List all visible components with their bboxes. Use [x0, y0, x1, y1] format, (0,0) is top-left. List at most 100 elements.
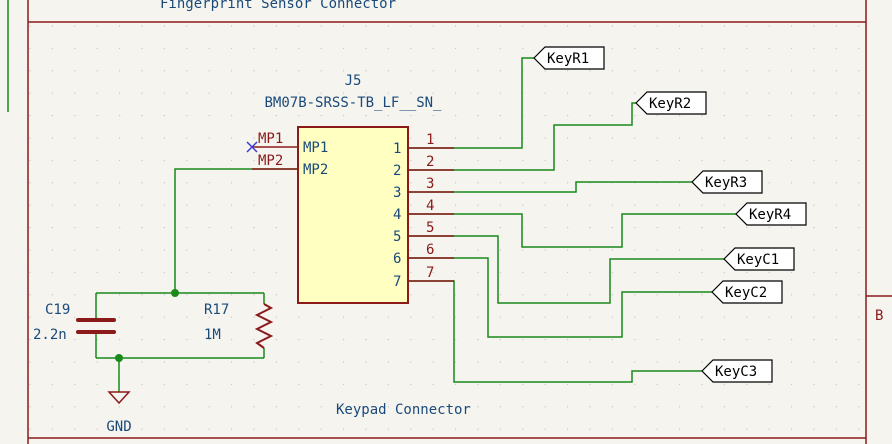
net-label-keyc1[interactable]: KeyC1: [723, 247, 795, 271]
grid-dot: [790, 361, 793, 363]
grid-dot: [74, 137, 76, 139]
net-label-keyr1[interactable]: KeyR1: [533, 46, 605, 70]
resistor-r17[interactable]: R17 1M: [204, 302, 274, 349]
grid-dot: [163, 47, 166, 50]
grid-dot: [432, 383, 434, 386]
grid-dot: [342, 70, 345, 72]
grid-dot: [230, 25, 233, 27]
grid-dot: [634, 383, 636, 386]
capacitor-value: 2.2n: [33, 327, 67, 343]
grid-dot: [29, 428, 31, 430]
grid-dot: [611, 137, 614, 139]
grid-dot: [208, 92, 210, 94]
grid-dot: [477, 226, 479, 229]
grid-dot: [29, 338, 31, 341]
grid-dot: [566, 338, 569, 341]
grid-dot: [499, 361, 502, 363]
grid-dot: [118, 406, 121, 408]
net-label-keyr3[interactable]: KeyR3: [691, 170, 763, 194]
grid-dot: [118, 226, 121, 229]
grid-dot: [141, 204, 143, 206]
grid-dot: [746, 159, 748, 162]
grid-dot: [544, 271, 546, 274]
grid-dot: [365, 114, 367, 117]
grid-dot: [163, 294, 166, 296]
grid-dot: [634, 137, 636, 139]
junction-dot: [171, 289, 179, 297]
grid-dot: [723, 70, 726, 72]
net-label-flag: [533, 46, 605, 70]
grid-dot: [813, 159, 815, 162]
grid-dot: [163, 383, 166, 386]
grid-dot: [723, 114, 726, 117]
grid-dot: [230, 294, 233, 296]
grid-dot: [835, 428, 838, 430]
grid-dot: [96, 182, 98, 184]
wires: [95, 57, 736, 392]
grid-dot: [253, 204, 255, 206]
grid-dot: [410, 137, 412, 139]
grid-dot: [51, 294, 54, 296]
grid-dot: [163, 249, 166, 251]
grid-dot: [96, 316, 98, 318]
grid-dot: [96, 137, 98, 139]
grid-dot: [701, 25, 703, 27]
grid-dot: [230, 70, 233, 72]
grid-dot: [477, 406, 479, 408]
grid-dot: [566, 428, 569, 430]
grid-dot: [678, 159, 681, 162]
grid-dot: [611, 361, 614, 363]
grid-dot: [813, 114, 815, 117]
grid-dot: [701, 338, 703, 341]
grid-dot: [858, 182, 860, 184]
ground-symbol[interactable]: GND: [106, 391, 132, 435]
grid-dot: [96, 338, 98, 341]
grid-dot: [29, 25, 31, 27]
grid-dot: [74, 338, 76, 341]
grid-dot: [51, 316, 54, 318]
grid-dot: [656, 137, 658, 139]
grid-dot: [723, 25, 726, 27]
grid-dot: [678, 361, 681, 363]
grid-dot: [858, 383, 860, 386]
grid-dot: [96, 226, 98, 229]
grid-dot: [454, 114, 457, 117]
grid-dot: [141, 361, 143, 363]
grid-dot: [230, 383, 233, 386]
grid-dot: [230, 406, 233, 408]
net-label-text: KeyC3: [715, 364, 757, 380]
grid-dot: [275, 47, 278, 50]
grid-dot: [298, 92, 300, 94]
grid-dot: [544, 428, 546, 430]
net-label-keyc2[interactable]: KeyC2: [711, 280, 783, 304]
grid-dot: [566, 70, 569, 72]
grid-dot: [342, 316, 345, 318]
grid-dot: [835, 159, 838, 162]
net-label-keyc3[interactable]: KeyC3: [701, 359, 773, 383]
grid-dot: [544, 204, 546, 206]
grid-dot: [118, 159, 121, 162]
net-label-keyr4[interactable]: KeyR4: [735, 202, 807, 226]
net-label-text: KeyR4: [749, 207, 791, 223]
grid-dot: [589, 383, 591, 386]
resistor-value: 1M: [204, 327, 221, 343]
grid-dot: [611, 25, 614, 27]
grid-dot: [342, 428, 345, 430]
grid-dot: [611, 92, 614, 94]
grid-dot: [141, 25, 143, 27]
net-label-keyr2[interactable]: KeyR2: [635, 91, 707, 115]
grid-dot: [141, 338, 143, 341]
grid-dot: [723, 159, 726, 162]
capacitor-c19[interactable]: C19 2.2n: [33, 302, 116, 343]
grid-dot: [858, 406, 860, 408]
grid-dot: [499, 159, 502, 162]
grid-dot: [163, 406, 166, 408]
grid-dot: [723, 383, 726, 386]
pin-number: 6: [426, 242, 434, 258]
wire-keyr3: [408, 181, 692, 193]
grid-dot: [275, 226, 278, 229]
grid-dot: [499, 204, 502, 206]
grid-dot: [790, 70, 793, 72]
grid-dot: [589, 406, 591, 408]
